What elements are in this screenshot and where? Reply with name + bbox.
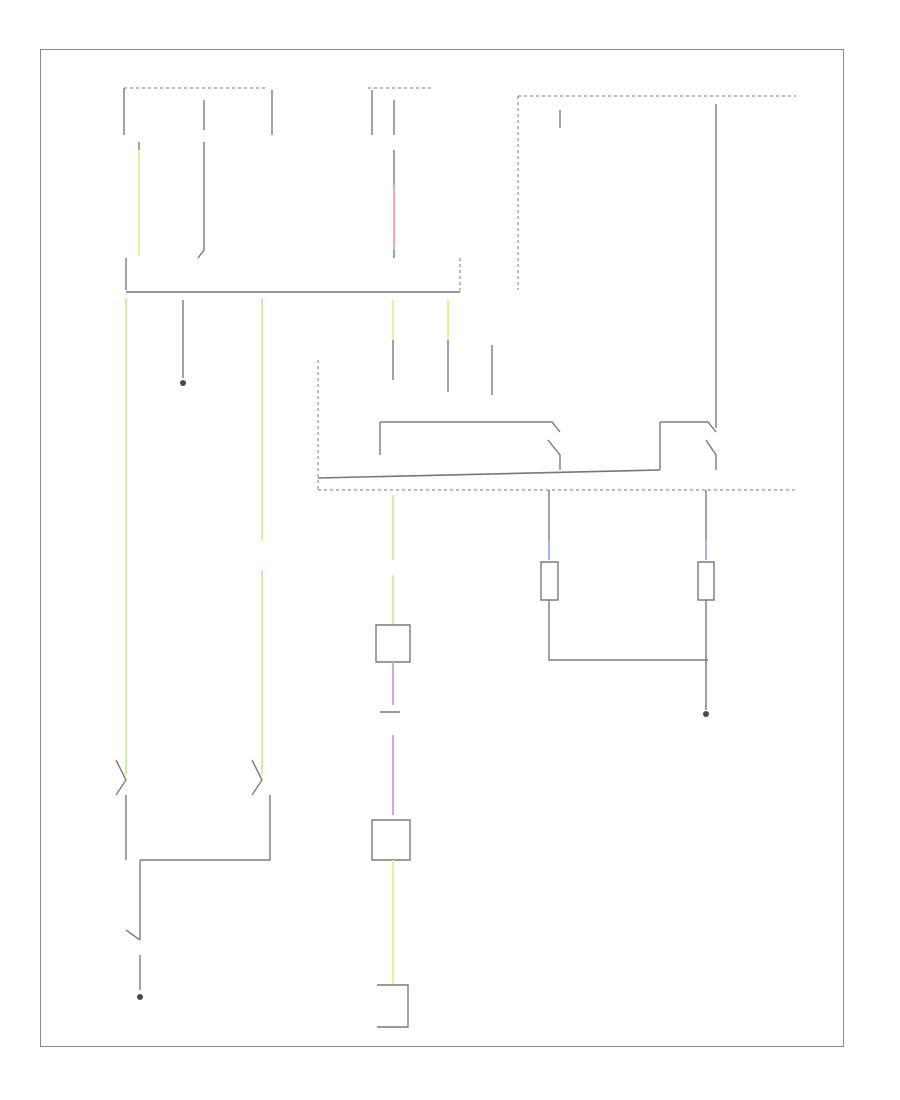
motor-2 (697, 561, 715, 601)
ground-right (703, 711, 709, 717)
ground-left (180, 300, 186, 386)
control-unit (126, 258, 461, 293)
fuse-block-mid (368, 87, 432, 135)
relay-switches (379, 421, 717, 470)
diagram-frame (40, 49, 844, 1047)
module-1 (375, 624, 411, 663)
motor-1 (540, 561, 559, 601)
fuse-block-left (123, 87, 273, 135)
relay-1 (115, 759, 127, 796)
fuse-block-right (517, 95, 796, 428)
ground-bottom (137, 994, 143, 1000)
sensor-2 (377, 984, 409, 1028)
relay-2 (251, 759, 263, 796)
sensor-1 (371, 819, 411, 861)
